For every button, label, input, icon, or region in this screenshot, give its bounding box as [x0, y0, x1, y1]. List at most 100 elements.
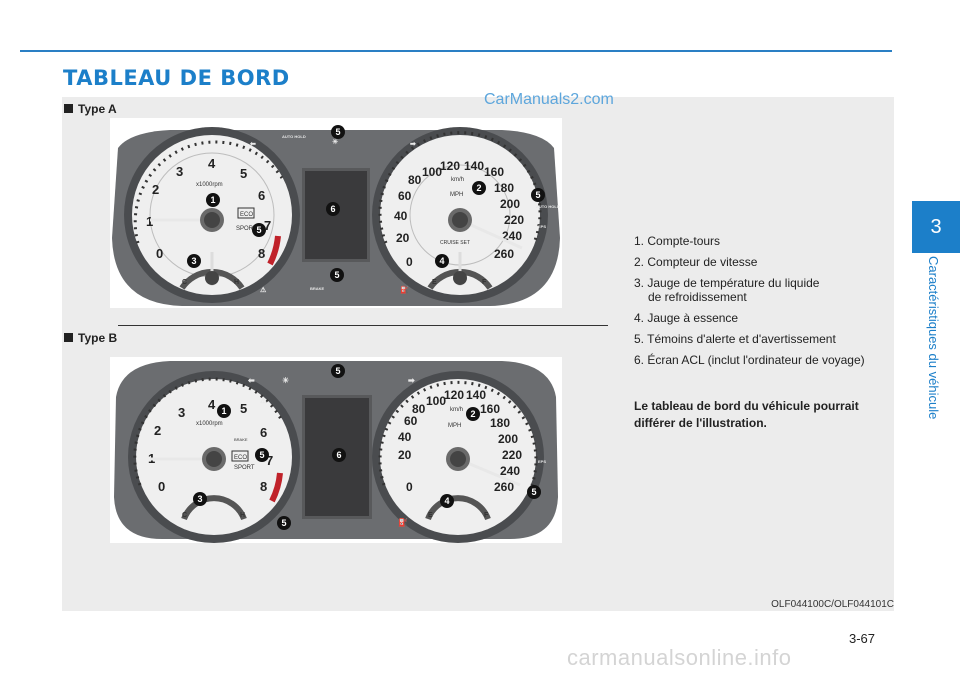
svg-text:AUTO HOLD: AUTO HOLD	[536, 204, 560, 209]
callout-6: 6	[336, 450, 341, 460]
callout-1: 1	[210, 195, 215, 205]
legend-item: 4. Jauge à essence	[634, 311, 739, 325]
callout-1: 1	[221, 406, 226, 416]
callout-3: 3	[191, 256, 196, 266]
warning-icon: ⚠	[260, 286, 267, 294]
callout-2: 2	[470, 409, 475, 419]
left-turn-icon: ⬅	[249, 141, 256, 148]
callout-4: 4	[444, 496, 449, 506]
speed-tick-label: 140	[466, 388, 486, 402]
speed-tick-label: 60	[398, 189, 412, 203]
mph-label: MPH	[450, 192, 463, 198]
speed-tick-label: 40	[394, 209, 408, 223]
tach-tick-label: 3	[178, 405, 185, 420]
speed-tick-label: 220	[504, 213, 524, 227]
brake-indicator: BRAKE	[310, 286, 325, 291]
speed-tick-label: 140	[464, 159, 484, 173]
legend-item: 1. Compte-tours	[634, 234, 721, 248]
speed-tick-label: 100	[422, 165, 442, 179]
callout-6: 6	[330, 204, 335, 214]
speed-tick-label: 180	[494, 181, 514, 195]
callout-2: 2	[476, 183, 481, 193]
tach-tick-label: 2	[154, 423, 161, 438]
svg-text:C: C	[182, 512, 187, 519]
sport-indicator: SPORT	[234, 465, 255, 471]
callout-5: 5	[535, 190, 540, 200]
warning-icon: ⚠	[260, 396, 267, 405]
tach-tick-label: 1	[146, 214, 153, 229]
speed-tick-label: 120	[440, 159, 460, 173]
speed-tick-label: 60	[404, 414, 418, 428]
speedometer-gauge-b: 0 20 40 60 80 100 120 140 160 180 200 22…	[372, 371, 544, 543]
tachometer-gauge-b: 0 1 2 3 4 5 6 7 8 x1000rpm ECO SPORT BRA…	[128, 371, 300, 543]
chapter-title: Caractéristiques du véhicule	[926, 256, 941, 420]
cruise-indicator: CRUISE SET	[440, 240, 470, 246]
page-number: 3-67	[849, 631, 876, 646]
speed-tick-label: 100	[426, 394, 446, 408]
brake-indicator: BRAKE	[234, 437, 248, 442]
eco-indicator: ECO	[234, 455, 247, 461]
right-turn-icon: ➡	[408, 376, 415, 385]
rpm-unit-label: x1000rpm	[196, 182, 223, 188]
speed-tick-label: 0	[406, 255, 413, 269]
speed-tick-label: 200	[500, 197, 520, 211]
illustration-note: Le tableau de bord du véhicule pourrait …	[634, 399, 859, 430]
speed-unit-label: km/h	[450, 407, 463, 413]
tach-tick-label: 8	[258, 246, 265, 261]
tach-tick-label: 4	[208, 397, 216, 412]
speed-tick-label: 180	[490, 416, 510, 430]
right-turn-icon: ➡	[410, 141, 416, 148]
speed-tick-label: 220	[502, 448, 522, 462]
footer-watermark: carmanualsonline.info	[567, 645, 792, 670]
speed-tick-label: 260	[494, 247, 514, 261]
cluster-type-b: 0 1 2 3 4 5 6 7 8 x1000rpm ECO SPORT BRA…	[110, 357, 562, 543]
bullet-square-icon	[64, 104, 73, 113]
speed-tick-label: 260	[494, 480, 514, 494]
callout-3: 3	[197, 494, 202, 504]
speed-tick-label: 200	[498, 432, 518, 446]
speed-tick-label: 40	[398, 430, 412, 444]
fuel-icon: ⛽	[398, 517, 408, 527]
tach-tick-label: 3	[176, 164, 183, 179]
speedometer-gauge-a: 0 20 40 60 80 100 120 140 160 180 200 22…	[372, 127, 548, 303]
tach-tick-label: 7	[264, 218, 271, 233]
speed-tick-label: 20	[396, 231, 410, 245]
eco-indicator: ECO	[240, 212, 253, 218]
eps-indicator: EPS	[538, 224, 546, 229]
light-icon: ☀	[332, 138, 338, 146]
light-icon: ☀	[282, 376, 289, 385]
speed-tick-label: 160	[484, 165, 504, 179]
tach-tick-label: 8	[260, 479, 267, 494]
tach-tick-label: 4	[208, 156, 216, 171]
speed-tick-label: 80	[408, 173, 422, 187]
bullet-square-icon	[64, 333, 73, 342]
callout-5: 5	[259, 450, 264, 460]
speed-unit-label: km/h	[451, 177, 464, 183]
chapter-tab: 3	[912, 201, 960, 253]
legend-list: 1. Compte-tours 2. Compteur de vitesse 3…	[634, 234, 892, 374]
eps-indicator: EPS	[538, 459, 546, 464]
speed-tick-label: 160	[480, 402, 500, 416]
svg-text:H: H	[240, 512, 245, 519]
callout-5: 5	[531, 487, 536, 497]
callout-4: 4	[439, 256, 444, 266]
tach-tick-label: 5	[240, 166, 247, 181]
tach-tick-label: 6	[260, 425, 267, 440]
type-a-label: Type A	[64, 102, 117, 116]
cluster-type-a: 0 1 2 3 4 5 6 7 8 x1000rpm ECO SPORT C H	[110, 118, 562, 308]
tach-tick-label: 2	[152, 182, 159, 197]
header-rule	[20, 50, 892, 52]
svg-text:F: F	[484, 512, 489, 519]
legend-item: 2. Compteur de vitesse	[634, 255, 758, 269]
type-divider	[118, 325, 608, 326]
sport-indicator: SPORT	[236, 226, 257, 232]
fuel-icon: ⛽	[400, 285, 409, 294]
speed-tick-label: 240	[502, 229, 522, 243]
tach-tick-label: 7	[266, 453, 273, 468]
mph-label: MPH	[448, 423, 461, 429]
svg-text:F: F	[482, 279, 487, 286]
image-code: OLF044100C/OLF044101C	[771, 599, 894, 610]
tachometer-gauge-a: 0 1 2 3 4 5 6 7 8 x1000rpm ECO SPORT C H	[124, 127, 300, 303]
